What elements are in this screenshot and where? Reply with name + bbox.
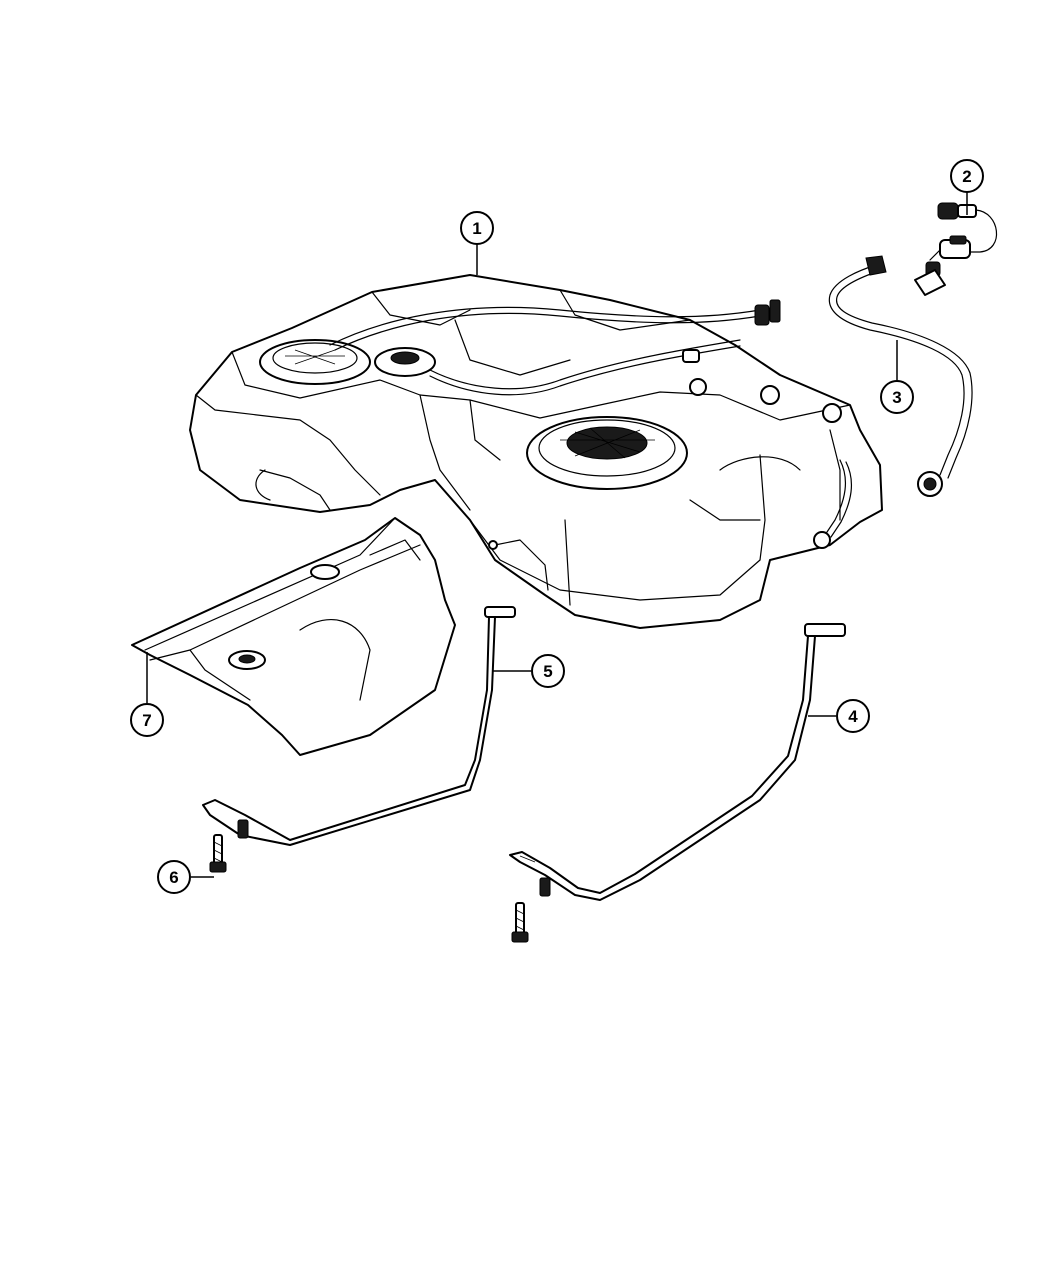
callout-label-1: 1 [472, 219, 481, 238]
callout-2: 2 [950, 159, 984, 215]
strap-bolt-2 [511, 902, 529, 943]
tank-strap-right [509, 623, 846, 901]
callout-label-2: 2 [962, 167, 971, 186]
tank-strap-left [202, 606, 516, 846]
strap-bolt [209, 834, 227, 873]
callout-4: 4 [808, 699, 870, 733]
fuel-filler-hose [828, 255, 973, 497]
callout-label-3: 3 [892, 388, 901, 407]
callout-label-5: 5 [543, 662, 552, 681]
callout-label-6: 6 [169, 868, 178, 887]
callout-5: 5 [492, 654, 565, 688]
callout-7: 7 [130, 652, 164, 737]
callout-3: 3 [880, 340, 914, 414]
heat-shield [131, 517, 456, 756]
fuel-line-connector [914, 202, 997, 296]
fuel-tank [189, 274, 883, 629]
callout-6: 6 [157, 860, 214, 894]
callout-label-4: 4 [848, 707, 858, 726]
callout-1: 1 [460, 211, 494, 275]
callout-label-7: 7 [142, 711, 151, 730]
